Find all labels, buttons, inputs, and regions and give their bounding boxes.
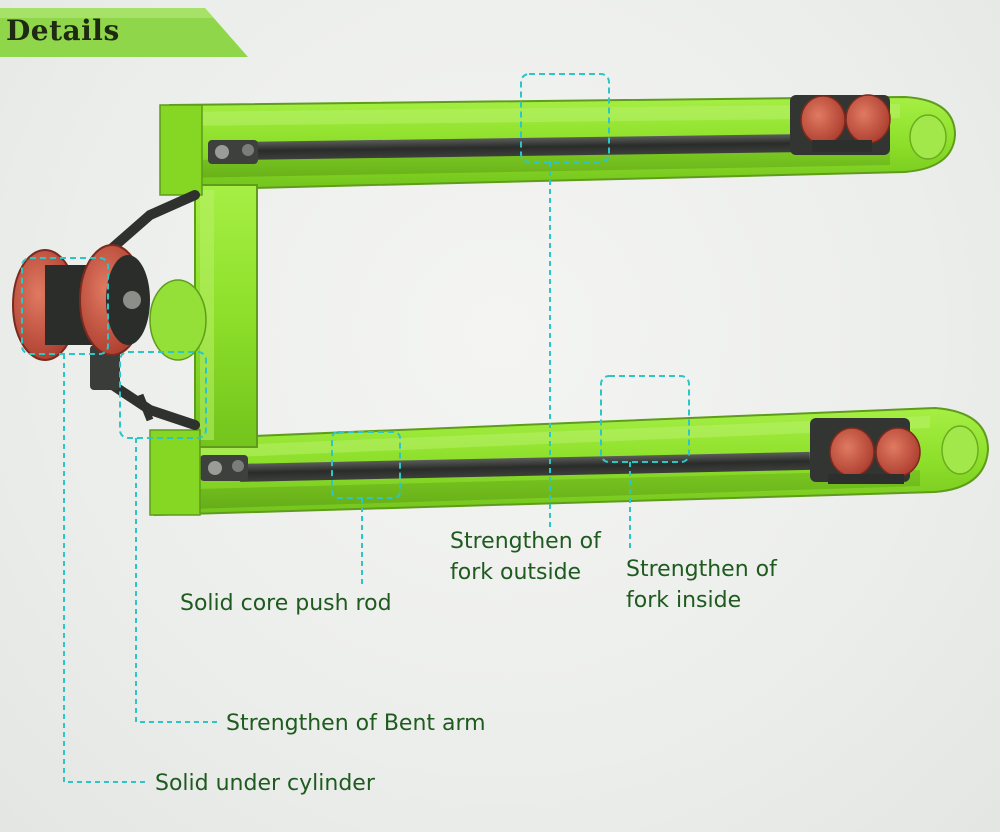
upper-push-rod (208, 134, 801, 164)
title-banner (0, 8, 248, 57)
bent-arms (90, 190, 200, 430)
steer-wheels (12, 244, 150, 361)
callout-bent-arm-box (119, 351, 218, 723)
callout-under-cylinder-box (21, 257, 146, 783)
callout-push-rod-box (331, 431, 401, 588)
label-fork-inside-line1: Strengthen of (626, 557, 777, 582)
label-fork-inside-line2: fork inside (626, 588, 742, 613)
label-fork-inside: Strengthen of fork inside (626, 554, 777, 616)
label-under-cylinder: Solid under cylinder (155, 771, 375, 796)
label-fork-outside: Strengthen of fork outside (450, 526, 601, 588)
lower-load-rollers (810, 418, 921, 484)
upper-load-rollers (790, 94, 891, 155)
label-push-rod: Solid core push rod (180, 591, 392, 616)
label-fork-outside-line1: Strengthen of (450, 529, 601, 554)
callout-fork-inside-box (600, 375, 690, 548)
lower-push-rod (200, 451, 811, 482)
label-bent-arm: Strengthen of Bent arm (226, 711, 486, 736)
chassis-crossbar (149, 104, 258, 516)
callout-fork-outside-box (520, 73, 610, 528)
page-title: Details (6, 14, 120, 47)
label-fork-outside-line2: fork outside (450, 560, 582, 585)
